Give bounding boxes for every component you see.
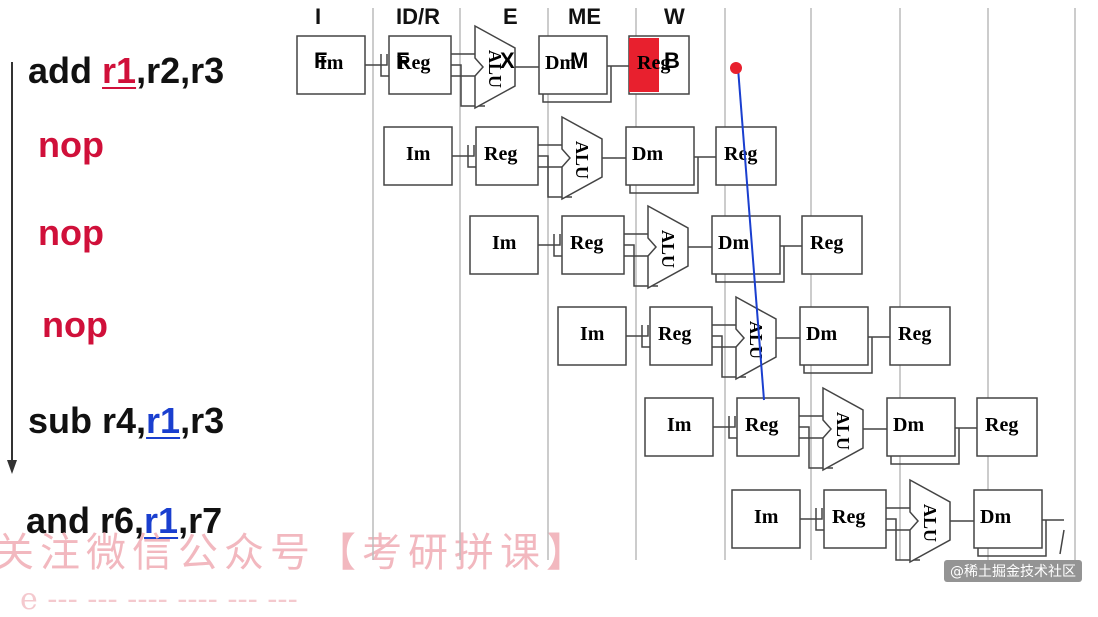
instruction-and: and r6,r1,r7 [26,500,222,542]
wb-highlight [629,38,659,92]
reg-box [736,397,800,457]
reg-label: Reg [658,323,691,345]
pipeline-row: Im Reg ALU Dm Reg [644,386,1038,472]
alu-shape [909,478,951,564]
svg-text:Dm: Dm [980,506,1011,528]
im-box [731,489,801,549]
stage-overlay-letter: F [314,48,327,73]
instruction-sub: sub r4,r1,r3 [28,400,224,442]
pipeline-row: Im Reg ALU Dm Reg [383,115,777,201]
instruction-add: add r1,r2,r3 [28,50,224,92]
instruction-prefix: and r6, [26,500,145,541]
instruction-suffix: ,r7 [178,500,223,541]
svg-text:Im: Im [667,414,692,436]
stage-divider-lines [372,8,1076,560]
credit-badge: @稀土掘金技术社区 [944,560,1082,582]
reg-label: Reg [397,52,430,74]
svg-text:Reg: Reg [724,143,757,165]
svg-text:Dm: Dm [632,143,663,165]
dm-box [799,306,869,366]
dm-box [973,489,1043,549]
dm-box [886,397,956,457]
svg-text:Reg: Reg [637,52,670,74]
dm-box [711,215,781,275]
svg-text:ALU: ALU [746,321,766,359]
reg-box [475,126,539,186]
svg-text:ALU: ALU [658,230,678,268]
svg-text:Reg: Reg [898,323,931,345]
reg-box [561,215,625,275]
pipeline-row: Im Reg ALU Dm Reg [557,295,951,381]
stage-label-id: ID/R [396,4,440,29]
alu-shape [561,115,603,201]
pipeline-row: Im Reg ALU Dm Reg [469,204,863,290]
stage-overlay-letter: X [500,48,515,73]
forwarding-line [730,62,765,401]
alu-shape [647,204,689,290]
im-box [557,306,627,366]
alu-shape [735,295,777,381]
time-axis-arrow [7,62,17,474]
pipeline-row: Im Reg ALU Dm [731,478,1065,564]
writeback-dot [730,62,742,74]
svg-text:Reg: Reg [810,232,843,254]
svg-text:ALU: ALU [572,141,592,179]
svg-text:Im: Im [406,143,431,165]
svg-text:ALU: ALU [485,50,505,88]
svg-text:Reg: Reg [985,414,1018,436]
dm-box [538,35,608,95]
reg-label: Reg [745,414,778,436]
svg-text:Im: Im [492,232,517,254]
svg-text:Im: Im [754,506,779,528]
wb-reg-box [889,306,951,366]
stage-label-if: I [315,4,322,29]
instruction-nop-3: nop [42,304,108,345]
im-box [469,215,539,275]
pipeline-row: Im Reg ALU Dm Reg [296,24,690,110]
svg-text:Dm: Dm [545,52,576,74]
svg-text:ALU: ALU [833,412,853,450]
instruction-prefix: sub r4, [28,400,147,441]
svg-text:Im: Im [580,323,605,345]
reg-label: Reg [570,232,603,254]
alu-shape [822,386,864,472]
instruction-nop-2: nop [38,212,104,253]
svg-text:Im: Im [319,52,344,74]
svg-text:Dm: Dm [806,323,837,345]
wb-reg-box [976,397,1038,457]
stage-overlay-letter: F [396,48,409,73]
stage-label-mem: ME [568,4,601,29]
stage-label-wb: W [664,4,685,29]
stage-overlay-letter: M [570,48,588,73]
dm-box [625,126,695,186]
instruction-operands: ,r2,r3 [136,50,225,91]
stage-label-ex: E [503,4,518,29]
watermark-text: 关注微信公众号【考研拼课】 [0,530,592,576]
instruction-op: add [28,50,93,91]
reg-label: Reg [832,506,865,528]
src-register: r1 [146,400,181,441]
dest-register: r1 [102,50,137,91]
svg-text:ALU: ALU [920,504,940,542]
alu-shape [474,24,516,110]
stage-overlay-letter: B [664,48,680,73]
im-box [296,35,366,95]
wb-reg-box [801,215,863,275]
instruction-nop-1: nop [38,124,104,165]
im-box [383,126,453,186]
svg-text:Dm: Dm [718,232,749,254]
reg-label: Reg [484,143,517,165]
reg-box [823,489,887,549]
instruction-suffix: ,r3 [180,400,225,441]
svg-text:Dm: Dm [893,414,924,436]
src-register: r1 [144,500,179,541]
